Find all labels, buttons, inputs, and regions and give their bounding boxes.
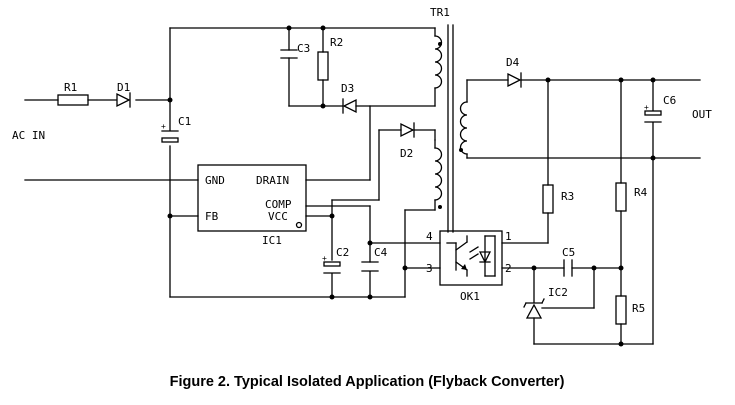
label-d1: D1 [117,81,130,94]
label-c6: C6 [663,94,676,107]
label-gnd: GND [205,174,225,187]
figure-caption: Figure 2. Typical Isolated Application (… [170,374,565,390]
aux-wires [331,129,436,298]
resistor-r3 [542,184,554,214]
transformer-tr1 [434,24,468,233]
label-c3: C3 [297,42,310,55]
snubber-wires [288,27,436,107]
label-r4: R4 [634,186,648,199]
label-vcc: VCC [268,210,288,223]
label-pin3: 3 [426,262,433,275]
ic1-wires [305,105,441,298]
label-ac-in: AC IN [12,129,45,142]
label-plus-c2: + [322,254,327,263]
label-r1: R1 [64,81,77,94]
label-pin4: 4 [426,230,433,243]
label-ic1: IC1 [262,234,282,247]
label-tr1: TR1 [430,6,450,19]
label-ic2: IC2 [548,286,568,299]
resistor-r1 [57,94,89,106]
label-ok1: OK1 [460,290,480,303]
label-plus-c1: + [161,122,166,131]
label-fb: FB [205,210,219,223]
label-drain: DRAIN [256,174,289,187]
label-d2: D2 [400,147,413,160]
label-c4: C4 [374,246,388,259]
label-r5: R5 [632,302,645,315]
diode-d1 [116,92,131,108]
capacitor-c6 [644,110,662,123]
optocoupler-ok1 [439,230,503,286]
capacitor-c2 [323,261,341,274]
diode-d3 [342,98,357,114]
capacitor-c5 [563,259,573,277]
label-d3: D3 [341,82,354,95]
label-pin1: 1 [505,230,512,243]
capacitor-c4 [361,261,379,272]
resistor-r4 [615,182,627,212]
secondary-wires [466,79,701,345]
junction-dots [167,25,656,347]
input-wires [24,27,436,298]
label-pin2: 2 [505,262,512,275]
label-r2: R2 [330,36,343,49]
resistor-r2 [317,51,329,81]
resistor-r5 [615,295,627,325]
label-r3: R3 [561,190,574,203]
diode-d4 [507,72,522,88]
shunt-regulator-ic2 [523,298,545,319]
label-plus-c6: + [644,103,649,112]
label-out: OUT [692,108,712,121]
ic1-box [197,164,307,232]
diode-d2 [400,122,415,138]
label-c5: C5 [562,246,575,259]
label-d4: D4 [506,56,520,69]
capacitor-c3 [280,49,298,59]
label-c2: C2 [336,246,349,259]
label-c1: C1 [178,115,191,128]
label-comp: COMP [265,198,292,211]
capacitor-c1 [161,130,179,143]
